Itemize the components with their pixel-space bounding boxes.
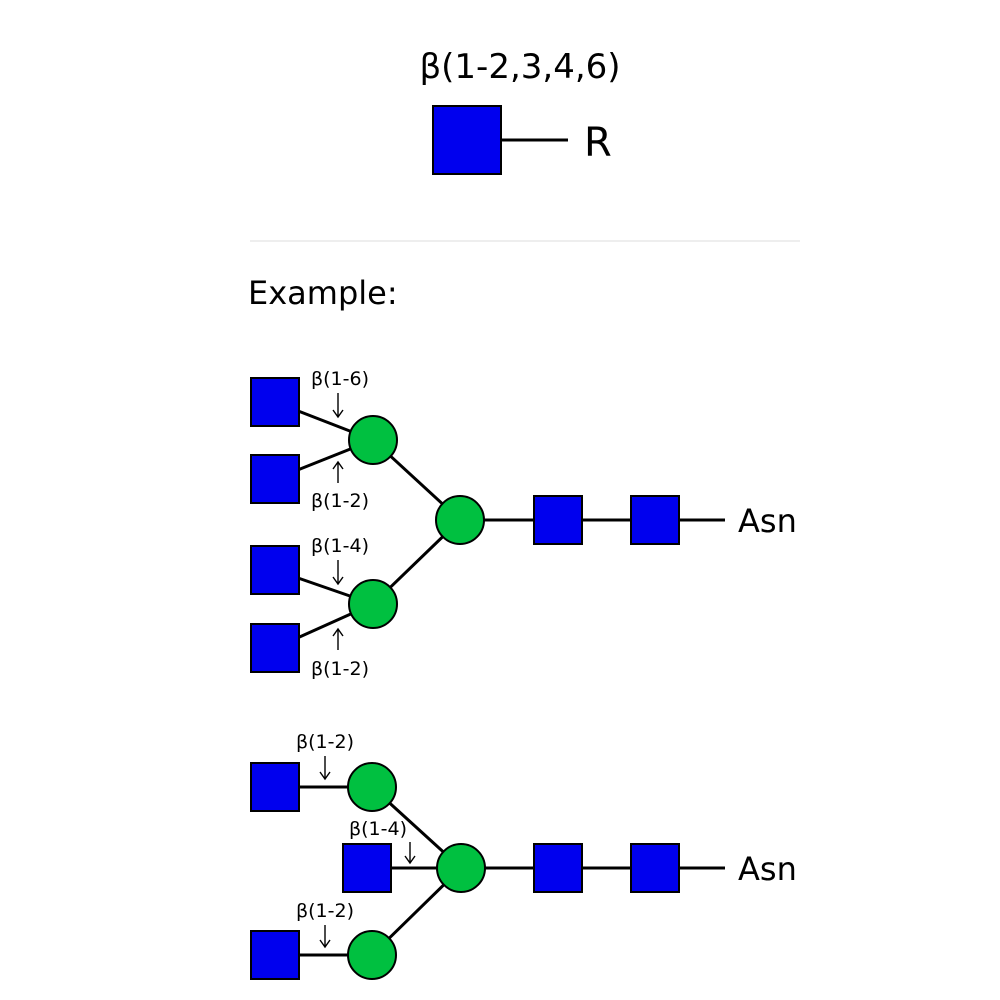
down-arrow-icon xyxy=(404,842,416,865)
mannose-circle-icon xyxy=(435,495,485,545)
mannose-circle-icon xyxy=(436,843,486,893)
mannose-circle-icon xyxy=(348,415,398,465)
mannose-circle-icon xyxy=(348,579,398,629)
linkage-label: β(1-4) xyxy=(311,535,369,557)
glcnac-square-icon xyxy=(250,930,300,980)
diagram-1: β(1-6) β(1-2) β(1-4) β(1-2) Asn xyxy=(250,368,797,680)
down-arrow-icon xyxy=(332,560,344,586)
legend-linkage-label: β(1-2,3,4,6) xyxy=(419,47,620,87)
linkage-label: β(1-6) xyxy=(311,368,369,390)
down-arrow-icon xyxy=(319,756,331,781)
mannose-circle-icon xyxy=(347,930,397,980)
glcnac-square-icon xyxy=(250,377,300,427)
legend: β(1-2,3,4,6) R xyxy=(419,47,621,175)
mannose-circle-icon xyxy=(347,762,397,812)
linkage-label: β(1-2) xyxy=(311,658,369,680)
terminal-label: Asn xyxy=(738,850,797,888)
legend-aglycone-label: R xyxy=(584,120,612,166)
legend-glcnac-square-icon xyxy=(432,105,502,175)
up-arrow-icon xyxy=(332,627,344,650)
down-arrow-icon xyxy=(319,925,331,949)
glcnac-square-icon xyxy=(250,623,300,673)
linkage-label: β(1-2) xyxy=(296,731,354,753)
diagram-2: β(1-2) β(1-4) β(1-2) Asn xyxy=(250,731,797,980)
glcnac-square-icon xyxy=(250,545,300,595)
down-arrow-icon xyxy=(332,393,344,419)
glcnac-square-icon xyxy=(250,454,300,504)
linkage-label: β(1-2) xyxy=(296,900,354,922)
glcnac-square-icon xyxy=(533,843,583,893)
glcnac-square-icon xyxy=(250,762,300,812)
glcnac-square-icon xyxy=(342,843,392,893)
glcnac-square-icon xyxy=(630,495,680,545)
linkage-label: β(1-2) xyxy=(311,490,369,512)
glcnac-square-icon xyxy=(630,843,680,893)
glcnac-square-icon xyxy=(533,495,583,545)
example-heading: Example: xyxy=(248,274,398,312)
up-arrow-icon xyxy=(332,460,344,483)
linkage-label: β(1-4) xyxy=(349,818,407,840)
terminal-label: Asn xyxy=(738,502,797,540)
